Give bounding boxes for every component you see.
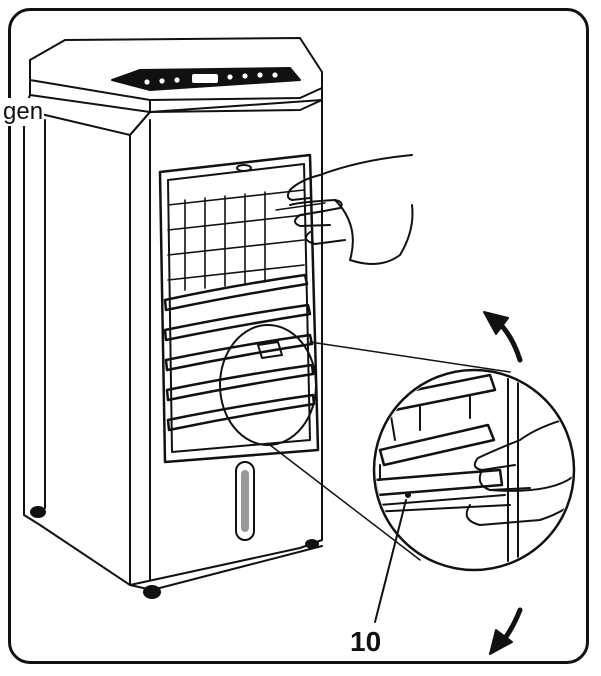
callout-line-10 bbox=[374, 499, 407, 623]
magnifier-source bbox=[219, 324, 317, 446]
louver-grid bbox=[167, 189, 305, 291]
louver-blades bbox=[163, 273, 316, 432]
foot-right bbox=[305, 539, 319, 549]
unit-front-face bbox=[129, 99, 323, 586]
control-buttons bbox=[144, 72, 278, 85]
rotate-down-arrow-icon bbox=[489, 607, 523, 655]
part-number-label: 10 bbox=[350, 626, 382, 657]
louver-knob bbox=[236, 164, 252, 172]
filter-marker-dot bbox=[405, 492, 411, 498]
hand-illustration bbox=[275, 154, 414, 265]
cropped-heading-text: gen bbox=[2, 98, 45, 126]
water-level-window bbox=[235, 461, 255, 541]
zoom-detail-circle bbox=[372, 368, 576, 572]
foot-front bbox=[143, 585, 161, 599]
louver-frame bbox=[158, 153, 320, 464]
foot-left bbox=[30, 506, 46, 518]
air-cooler-unit bbox=[23, 37, 323, 599]
rotate-up-arrow-icon bbox=[483, 311, 523, 363]
